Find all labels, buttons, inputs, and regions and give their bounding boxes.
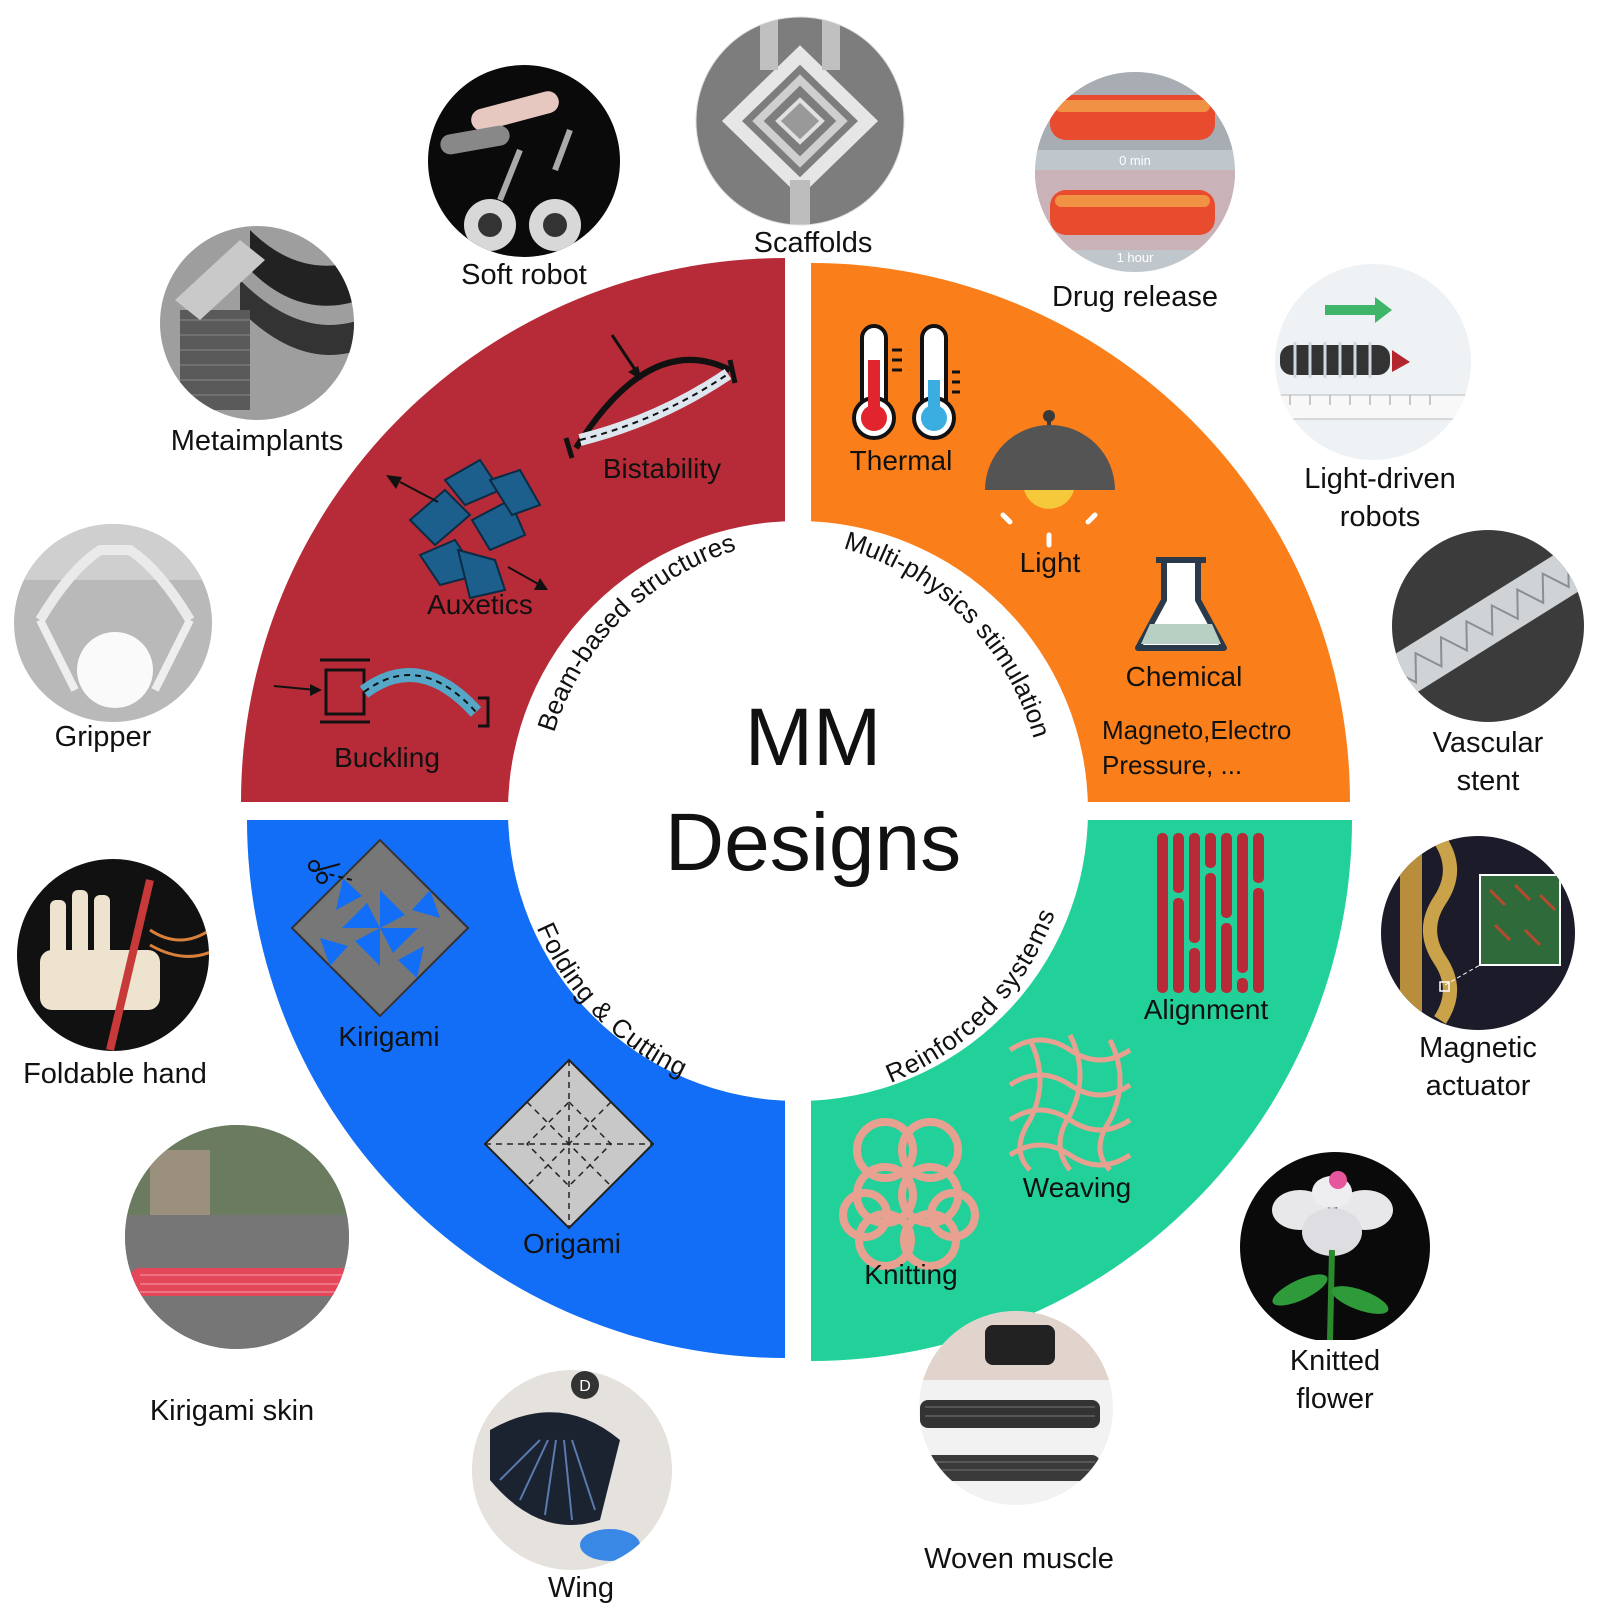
photo-drug-release: 0 min 1 hour [1035,72,1235,272]
chemical-flask-icon [1135,557,1227,651]
label-metaimplants: Metaimplants [171,425,343,457]
center-hub [508,521,1088,1101]
label-knitting: Knitting [864,1259,957,1290]
label-knitted-flower-line1: Knitted [1290,1345,1380,1377]
photo-soft-robot [428,65,620,257]
photo-magnetic-actuator [1381,836,1575,1030]
thermal-icon [852,324,960,440]
kirigami-icon [290,838,470,1018]
label-light-driven-robots-line2: robots [1340,501,1421,533]
photo-wing: D [472,1370,672,1570]
photo-vascular-stent [1392,530,1584,722]
label-magneto-electro: Magneto,Electro [1102,715,1291,745]
label-woven-muscle: Woven muscle [924,1543,1114,1575]
photo-woven-muscle [919,1311,1113,1505]
label-scaffolds: Scaffolds [754,227,873,259]
label-foldable-hand: Foldable hand [23,1058,207,1090]
photo-kirigami-skin [125,1125,349,1349]
label-thermal: Thermal [850,445,953,476]
svg-text:1 hour: 1 hour [1117,250,1155,265]
label-magnetic-actuator-line1: Magnetic [1419,1032,1537,1064]
label-kirigami: Kirigami [338,1021,439,1052]
label-origami: Origami [523,1228,621,1259]
label-pressure: Pressure, ... [1102,750,1242,780]
photo-knitted-flower [1240,1152,1430,1341]
center-title-line1: MM [745,692,882,783]
svg-text:0 min: 0 min [1119,153,1151,168]
photo-foldable-hand [17,859,209,1051]
label-buckling: Buckling [334,742,440,773]
label-bistability: Bistability [603,453,721,484]
photo-scaffolds [696,17,904,225]
label-drug-release: Drug release [1052,281,1218,313]
alignment-icon [1157,833,1264,993]
svg-text:D: D [579,1378,591,1395]
label-alignment: Alignment [1144,994,1269,1025]
center-title-line2: Designs [665,797,961,888]
photo-light-driven-robots [1275,264,1471,460]
photo-metaimplants [160,226,354,420]
bistability-icon [563,334,738,459]
auxetics-icon [386,458,548,600]
knitting-icon [839,1118,979,1270]
label-magnetic-actuator-line2: actuator [1426,1070,1531,1102]
label-soft-robot: Soft robot [461,259,587,291]
label-kirigami-skin: Kirigami skin [150,1395,314,1427]
label-light: Light [1020,547,1081,578]
label-auxetics: Auxetics [427,589,533,620]
origami-icon [483,1058,655,1230]
photo-gripper [14,524,212,722]
label-knitted-flower-line2: flower [1296,1383,1374,1415]
label-weaving: Weaving [1023,1172,1131,1203]
label-chemical: Chemical [1126,661,1243,692]
label-wing: Wing [548,1572,614,1604]
weaving-icon [1008,1033,1132,1172]
light-icon [985,410,1115,548]
buckling-icon [273,658,490,728]
label-light-driven-robots-line1: Light-driven [1304,463,1456,495]
label-gripper: Gripper [55,721,152,753]
label-vascular-stent-line1: Vascular [1433,727,1544,759]
label-vascular-stent-line2: stent [1457,765,1520,797]
